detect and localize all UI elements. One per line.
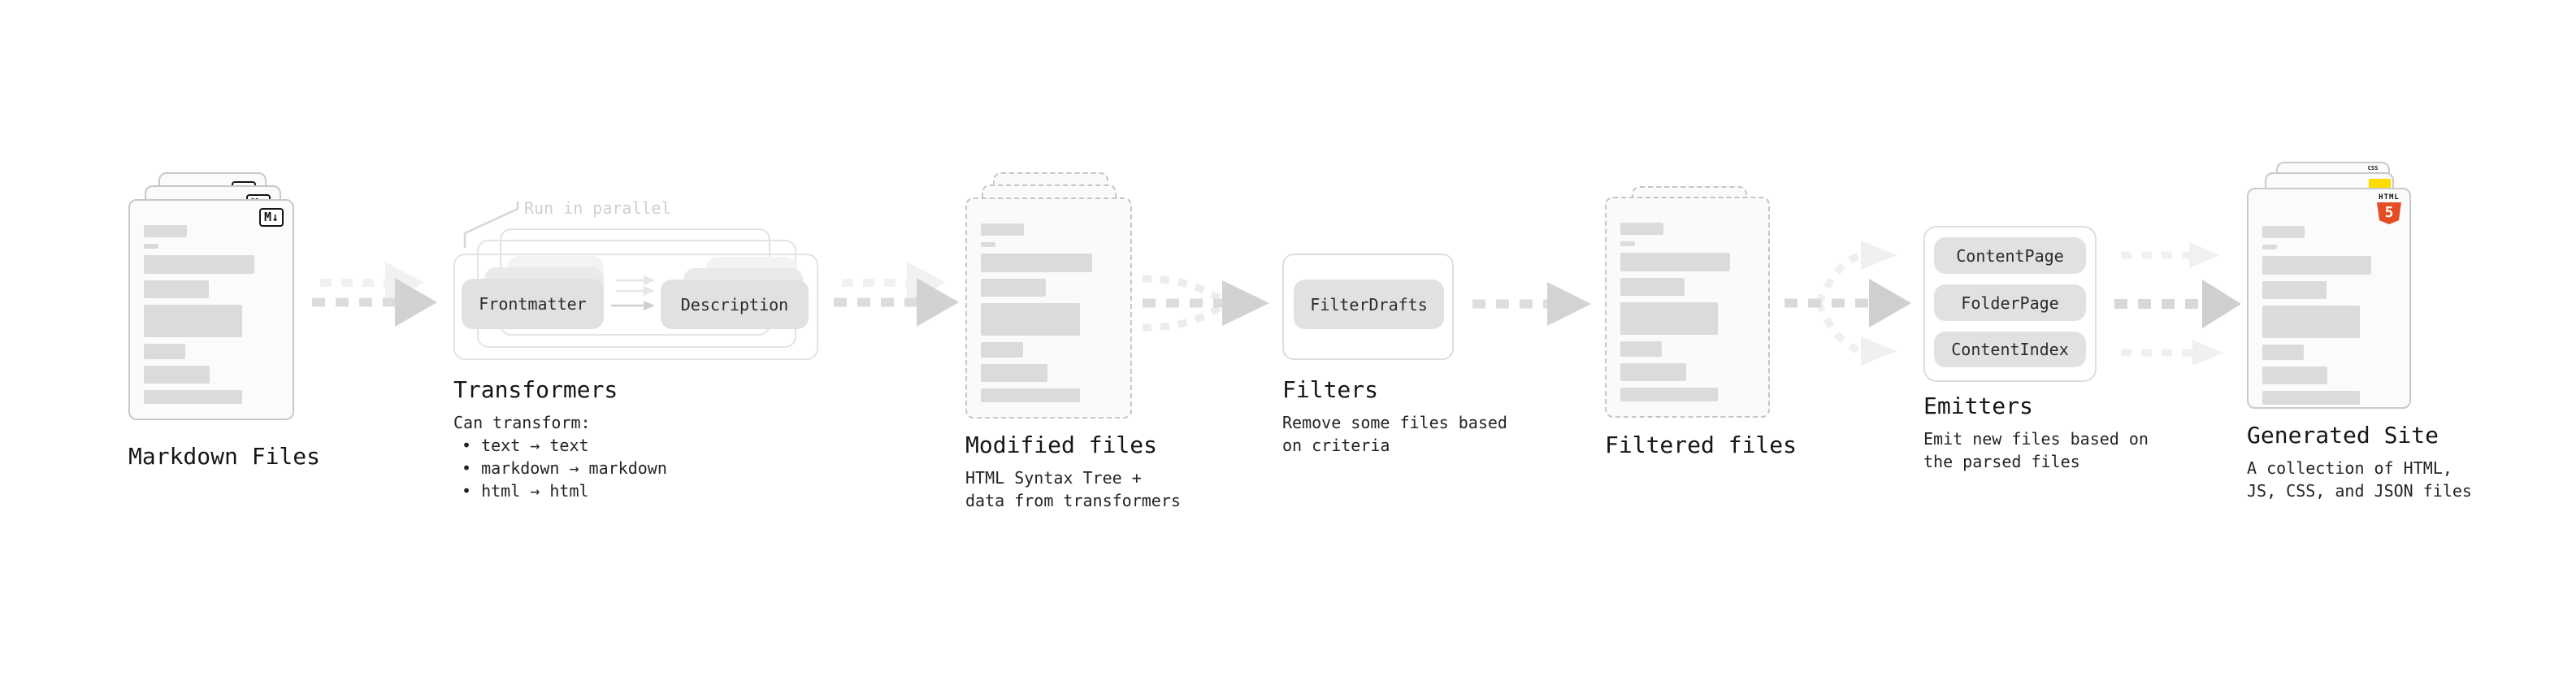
filtered-files-stack: [1605, 186, 1800, 422]
markdown-files-title: Markdown Files: [128, 443, 321, 470]
flow-arrow-modified-to-filters: [1142, 275, 1269, 332]
transformers-desc-line: • text → text: [462, 436, 589, 455]
run-in-parallel-annotation: Run in parallel: [524, 198, 671, 218]
markdown-logo-icon: M↓: [258, 208, 284, 227]
document-placeholder-lines: [2262, 226, 2396, 411]
content-page-pill: ContentPage: [1934, 237, 2086, 274]
filtered-file-card-front: [1605, 197, 1770, 418]
generated-site-desc-line: A collection of HTML,: [2247, 458, 2452, 478]
transformers-description: Can transform: • text → text • markdown …: [453, 411, 667, 502]
flow-arrow-filtered-to-emitters: [1785, 241, 1911, 366]
document-placeholder-lines: [1620, 223, 1754, 408]
filtered-files-title: Filtered files: [1605, 432, 1798, 458]
emitters-desc-line: the parsed files: [1923, 452, 2080, 471]
generated-site-title: Generated Site: [2247, 422, 2439, 449]
emitters-title: Emitters: [1923, 393, 2033, 419]
modified-files-title: Modified files: [965, 432, 1158, 458]
transformers-title: Transformers: [453, 376, 618, 403]
document-placeholder-lines: [981, 223, 1117, 409]
filter-drafts-pill: FilterDrafts: [1294, 280, 1444, 329]
markdown-files-stack: M↓ M↓ M↓: [128, 172, 323, 420]
js-logo-icon: [2369, 179, 2391, 189]
flow-arrow-markdown-to-transformers: [312, 262, 437, 327]
generated-file-card-html: HTML 5: [2247, 188, 2411, 409]
transformers-desc-line: Can transform:: [453, 413, 591, 432]
modified-files-stack: [965, 172, 1160, 420]
generated-site-description: A collection of HTML, JS, CSS, and JSON …: [2247, 457, 2472, 502]
transformers-desc-line: • markdown → markdown: [462, 458, 667, 478]
filters-description: Remove some files based on criteria: [1282, 411, 1507, 457]
folder-page-pill: FolderPage: [1934, 284, 2086, 321]
description-pill: Description: [661, 280, 809, 329]
modified-files-description: HTML Syntax Tree + data from transformer…: [965, 466, 1181, 512]
filters-title: Filters: [1282, 376, 1379, 403]
filters-desc-line: Remove some files based: [1282, 413, 1507, 432]
transformer-box-front: [453, 254, 818, 360]
html5-logo-icon: HTML 5: [2376, 193, 2402, 224]
transformers-desc-line: • html → html: [462, 481, 589, 501]
generated-site-desc-line: JS, CSS, and JSON files: [2247, 481, 2472, 501]
modified-files-desc-line: HTML Syntax Tree +: [965, 468, 1142, 488]
modified-file-card-front: [965, 197, 1132, 419]
frontmatter-pill: Frontmatter: [462, 279, 604, 329]
flow-arrow-transformers-to-modified: [834, 262, 959, 327]
markdown-file-card-front: M↓: [128, 199, 294, 420]
modified-files-desc-line: data from transformers: [965, 491, 1181, 510]
emitters-desc-line: Emit new files based on: [1923, 429, 2149, 449]
document-placeholder-lines: [144, 225, 279, 410]
flow-arrow-emitters-to-generated: [2114, 242, 2241, 366]
generated-site-stack: CSS HTML 5: [2247, 162, 2442, 414]
emitters-description: Emit new files based on the parsed files: [1923, 427, 2149, 473]
transformer-internal-arrows: [463, 202, 655, 310]
flow-arrow-filters-to-filtered: [1472, 282, 1591, 326]
content-index-pill: ContentIndex: [1934, 332, 2086, 367]
filters-desc-line: on criteria: [1282, 436, 1390, 455]
